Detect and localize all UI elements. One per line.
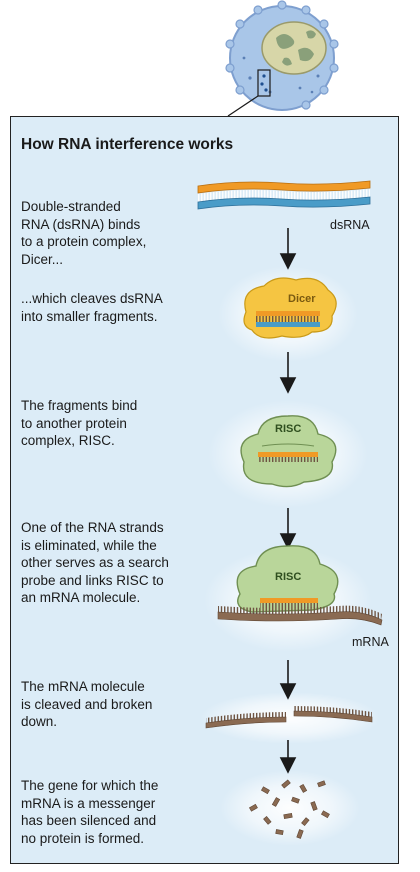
step-5-text: The mRNA molecule is cleaved and broken … [21,679,153,729]
dsrna-label: dsRNA [330,218,370,232]
cell-illustration [225,0,339,117]
step-2-text: ...which cleaves dsRNA into smaller frag… [21,291,163,324]
arrow-2 [279,352,297,394]
arrow-4 [279,660,297,700]
dicer-label: Dicer [288,293,316,305]
step-6-text: The gene for which the mRNA is a messeng… [21,778,159,846]
arrow-1 [279,228,297,270]
glow-fragments [220,770,360,846]
glow-cleaved-mrna [200,692,380,744]
risc-complex-1 [240,415,337,488]
step-1-text: Double-stranded RNA (dsRNA) binds to a p… [21,199,147,267]
flow-arrows [279,228,297,774]
arrow-3 [279,508,297,550]
rna-fragments [248,779,330,839]
risc-label-2: RISC [275,571,301,583]
arrow-5 [279,740,297,774]
cell-membrane-bumps [225,0,339,110]
step-3-text: The fragments bind to another protein co… [21,398,138,448]
diagram-title: How RNA interference works [21,136,234,153]
risc-label-1: RISC [275,423,301,435]
zoom-box [257,69,271,97]
zoom-pointer-line [227,95,259,117]
cleaved-mrna [205,706,373,729]
mrna-label: mRNA [352,635,389,649]
step-4-text: One of the RNA strands is eliminated, wh… [21,520,169,605]
mrna-strand [217,605,383,626]
dsrna-strand [197,180,371,210]
dicer-complex [243,277,337,339]
